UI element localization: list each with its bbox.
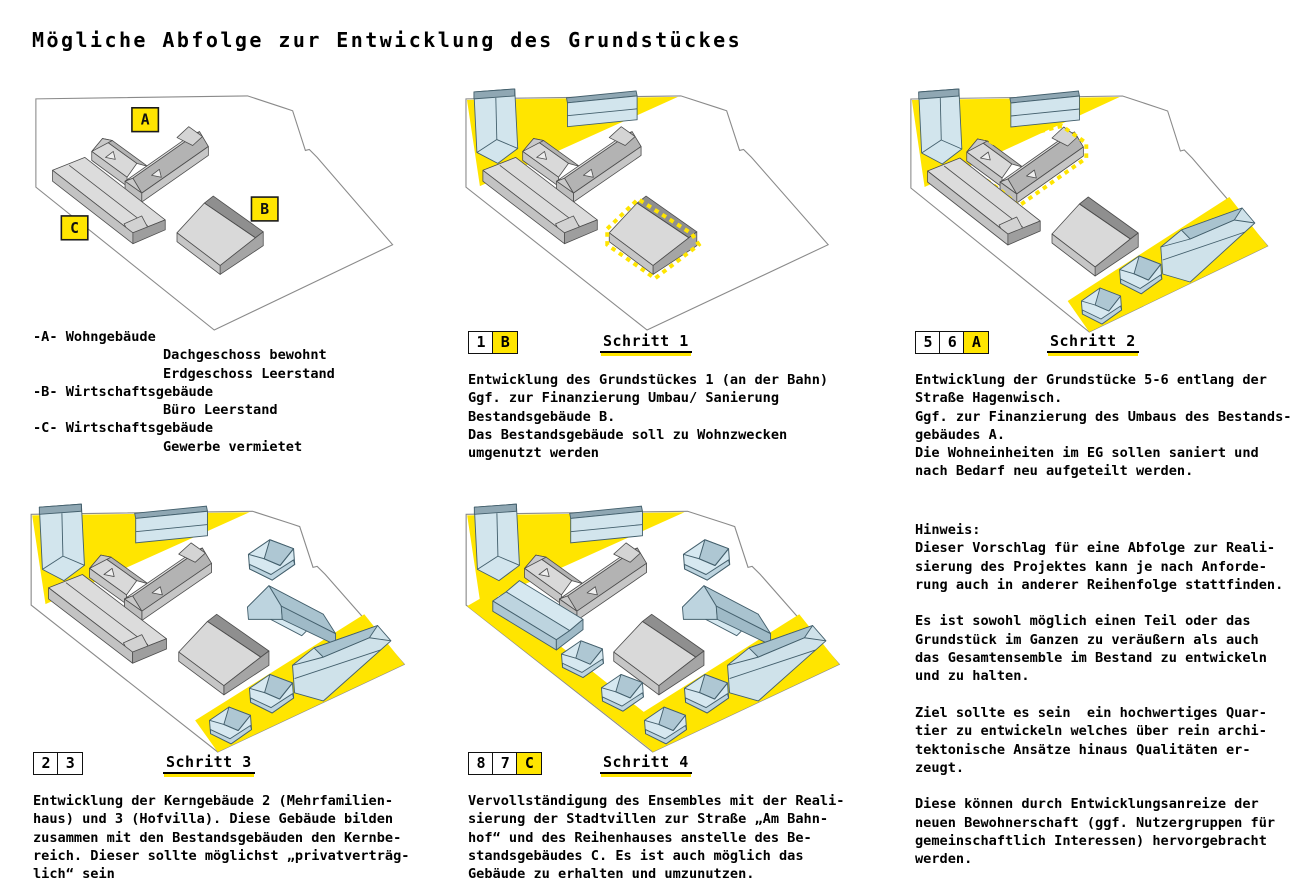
step-2-text: Entwicklung der Grundstücke 5-6 entlang … bbox=[915, 372, 1292, 480]
legend-item-a: -A- Wohngebäude bbox=[33, 328, 335, 346]
step-3-text: Entwicklung der Kerngebäude 2 (Mehrfamil… bbox=[33, 793, 410, 883]
site-label-c: C bbox=[60, 215, 89, 241]
chip-highlighted: C bbox=[516, 752, 543, 775]
legend-detail: Erdgeschoss Leerstand bbox=[163, 365, 335, 382]
step-2-heading: Schritt 2 bbox=[1047, 332, 1139, 353]
diagram-schritt-4 bbox=[465, 503, 840, 753]
svg-text:B: B bbox=[260, 201, 269, 218]
legend: -A- Wohngebäude Dachgeschoss bewohnt Erd… bbox=[33, 328, 335, 456]
legend-key: -C- bbox=[33, 420, 58, 437]
legend-key: -B- bbox=[33, 383, 58, 400]
new-building-tall bbox=[473, 503, 520, 582]
hinweis-paragraph: Es ist sowohl möglich einen Teil oder da… bbox=[915, 613, 1267, 685]
chip: 1 bbox=[468, 331, 494, 354]
step-4-heading: Schritt 4 bbox=[600, 753, 692, 774]
hinweis-block: Hinweis: Dieser Vorschlag für eine Abfol… bbox=[915, 521, 1297, 869]
legend-detail: Gewerbe vermietet bbox=[163, 438, 303, 455]
legend-detail: Büro Leerstand bbox=[163, 402, 278, 419]
diagram-schritt-2 bbox=[910, 88, 1269, 333]
new-building-tall bbox=[473, 88, 519, 164]
chip-highlighted: A bbox=[963, 331, 990, 354]
svg-text:C: C bbox=[70, 220, 79, 237]
step-4-chips: 8 7 C bbox=[468, 752, 543, 775]
step-3-heading: Schritt 3 bbox=[163, 753, 255, 774]
legend-item-c: -C- Wirtschaftsgebäude bbox=[33, 419, 335, 437]
step-2-chips: 5 6 A bbox=[915, 331, 990, 354]
chip: 8 bbox=[468, 752, 494, 775]
diagram-schritt-1 bbox=[465, 88, 829, 331]
chip: 7 bbox=[492, 752, 519, 775]
legend-key: -A- bbox=[33, 329, 58, 345]
step-1-text: Entwicklung des Grundstückes 1 (an der B… bbox=[468, 372, 829, 462]
diagram-schritt-3 bbox=[30, 503, 405, 753]
page-title: Mögliche Abfolge zur Entwicklung des Gru… bbox=[32, 28, 743, 52]
diagram-bestand: A B C bbox=[35, 95, 394, 331]
hinweis-paragraph: Diese können durch Entwicklungsanreize d… bbox=[915, 796, 1276, 868]
site-label-b: B bbox=[250, 196, 279, 222]
svg-text:A: A bbox=[141, 112, 150, 129]
chip: 5 bbox=[915, 331, 941, 354]
hinweis-paragraph: Dieser Vorschlag für eine Abfolge zur Re… bbox=[915, 540, 1284, 593]
hinweis-heading: Hinweis: bbox=[915, 522, 981, 538]
legend-item-b: -B- Wirtschaftsgebäude bbox=[33, 383, 335, 401]
legend-detail: Dachgeschoss bewohnt bbox=[163, 347, 327, 364]
new-building-tall bbox=[918, 88, 963, 165]
chip: 6 bbox=[939, 331, 966, 354]
legend-name: Wohngebäude bbox=[65, 329, 156, 345]
step-1-chips: 1 B bbox=[468, 331, 519, 354]
chip: 3 bbox=[57, 752, 84, 775]
step-4-text: Vervollständigung des Ensembles mit der … bbox=[468, 793, 845, 883]
legend-name: Wirtschaftsgebäude bbox=[65, 383, 214, 400]
chip-highlighted: B bbox=[492, 331, 519, 354]
new-building-tall bbox=[38, 503, 85, 582]
hinweis-paragraph: Ziel sollte es sein ein hochwertiges Qua… bbox=[915, 704, 1267, 776]
legend-name: Wirtschaftsgebäude bbox=[65, 420, 214, 437]
step-1-heading: Schritt 1 bbox=[600, 332, 692, 353]
step-3-chips: 2 3 bbox=[33, 752, 84, 775]
site-label-a: A bbox=[131, 107, 160, 133]
chip: 2 bbox=[33, 752, 59, 775]
